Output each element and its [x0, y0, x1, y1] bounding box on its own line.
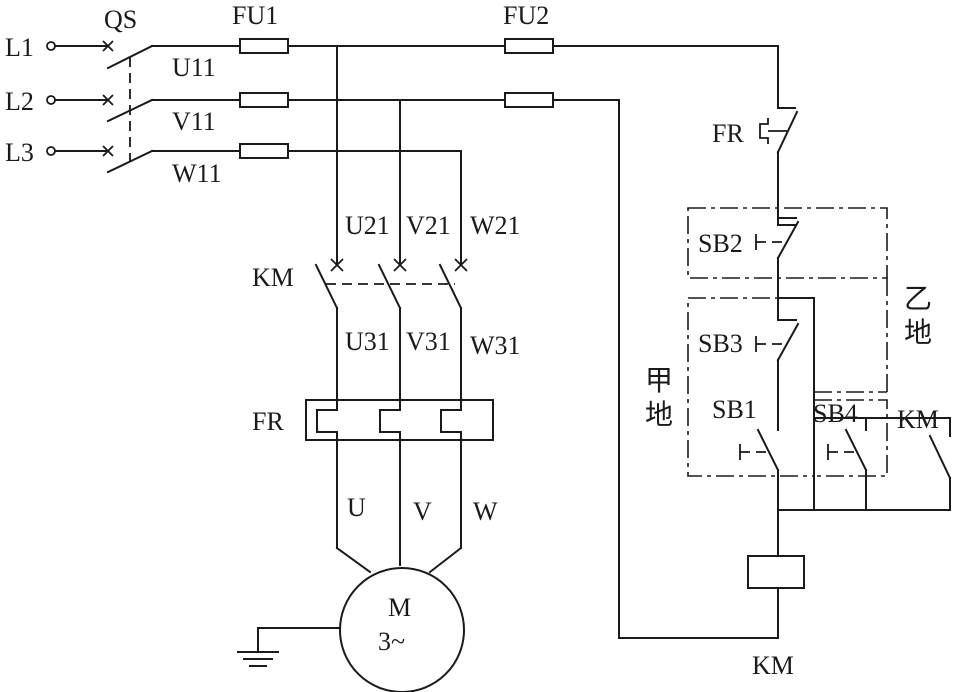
fu1-fuses [239, 38, 289, 159]
label-fu1: FU1 [232, 1, 278, 30]
label-location-b-1: 乙 [904, 282, 932, 315]
label-l2: L2 [5, 87, 34, 116]
label-w21: W21 [470, 211, 521, 240]
km-main-contacts [314, 258, 468, 310]
label-v11: V11 [172, 107, 216, 136]
fr-nc-contact [759, 107, 799, 154]
label-l1: L1 [5, 33, 34, 62]
label-motor-phase: 3~ [378, 627, 405, 656]
qs-isolating-switch [102, 40, 154, 174]
label-l3: L3 [5, 138, 34, 167]
motor [237, 567, 465, 692]
label-u11: U11 [172, 53, 216, 82]
sb2-pushbutton [755, 217, 800, 260]
label-v: V [413, 497, 432, 526]
sb3-pushbutton [755, 319, 800, 362]
fu2-fuses [504, 38, 554, 108]
label-u31: U31 [345, 327, 390, 356]
label-motor-m: M [388, 593, 411, 622]
motor-branch-wires-lower [336, 307, 462, 401]
label-w11: W11 [172, 159, 222, 188]
control-circuit-wires [618, 45, 951, 639]
label-w31: W31 [470, 331, 521, 360]
labels: QS FU1 FU2 L1 L2 L3 U11 V11 W11 U21 V21 … [5, 1, 939, 680]
label-qs: QS [104, 5, 137, 34]
label-u: U [347, 493, 366, 522]
label-fr-main: FR [252, 407, 284, 436]
label-fu2: FU2 [503, 1, 549, 30]
supply-terminals [46, 41, 109, 156]
label-location-a-1: 甲 [645, 364, 673, 397]
label-sb4: SB4 [813, 399, 858, 428]
motor-leads [335, 439, 463, 574]
label-location-a-2: 地 [645, 398, 673, 431]
label-w: W [473, 497, 498, 526]
label-v21: V21 [406, 211, 451, 240]
label-km-aux: KM [897, 405, 939, 434]
location-a-box [687, 297, 815, 477]
label-location-b-2: 地 [904, 316, 932, 349]
location-b-box [687, 207, 888, 393]
sb1-pushbutton [739, 428, 780, 472]
sb4-pushbutton [813, 399, 888, 477]
label-km-main: KM [252, 263, 294, 292]
label-fr-control: FR [712, 119, 744, 148]
main-supply-lines [151, 45, 779, 152]
label-sb3: SB3 [698, 329, 743, 358]
km-coil [747, 555, 805, 589]
motor-branch-wires [336, 45, 462, 266]
label-km-coil: KM [752, 651, 794, 680]
fr-thermal-element [305, 399, 494, 441]
label-sb2: SB2 [698, 229, 743, 258]
label-u21: U21 [345, 211, 390, 240]
label-v31: V31 [406, 327, 451, 356]
label-sb1: SB1 [712, 395, 757, 424]
km-auxiliary-contact [928, 434, 952, 480]
